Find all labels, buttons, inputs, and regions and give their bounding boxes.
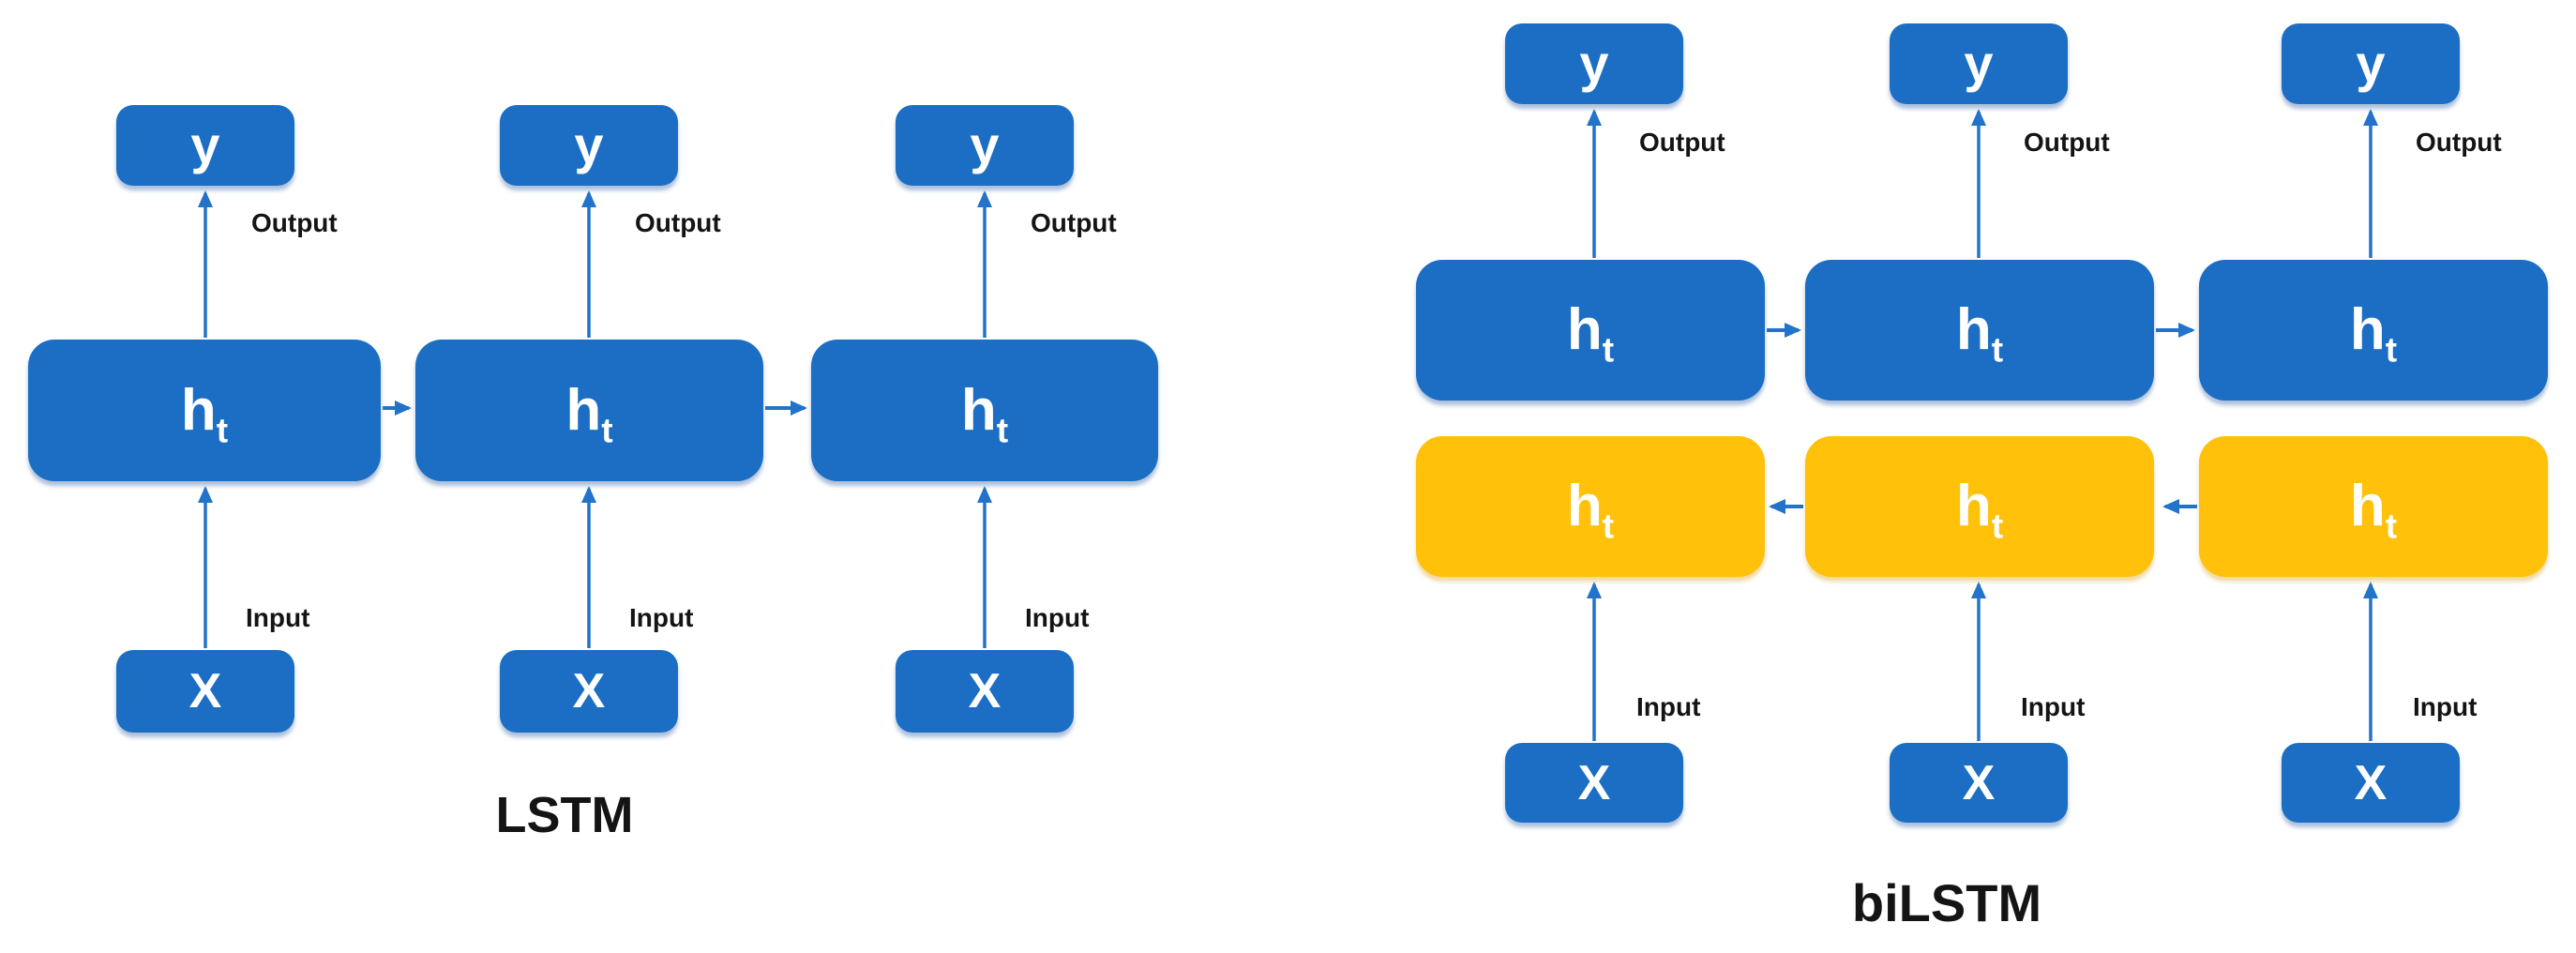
node-label: y <box>2356 34 2386 93</box>
bilstm-backward-node-3: ht <box>2199 436 2548 577</box>
lstm-input-label-1: Input <box>246 603 310 632</box>
node-label: ht <box>565 377 613 449</box>
node-label: X <box>188 664 222 719</box>
node-label: y <box>190 115 220 174</box>
node-label: y <box>1579 34 1609 93</box>
bilstm-forward-node-3: ht <box>2199 260 2548 401</box>
node-label: y <box>970 115 1000 174</box>
node-label: X <box>1577 755 1611 810</box>
lstm-output-label-3: Output <box>1031 208 1117 237</box>
lstm-output-label-2: Output <box>635 208 721 237</box>
lstm-output-node-3: y <box>896 105 1074 186</box>
bilstm-output-label-3: Output <box>2416 128 2502 157</box>
bilstm-output-node-1: y <box>1505 23 1683 104</box>
bilstm-input-node-3: X <box>2282 743 2460 823</box>
node-label: ht <box>1566 474 1615 546</box>
node-label: y <box>1964 34 1994 93</box>
lstm-output-label-1: Output <box>251 208 338 237</box>
lstm-output-node-1: y <box>116 105 294 186</box>
bilstm-output-node-2: y <box>1890 23 2068 104</box>
bilstm-input-label-1: Input <box>1636 692 1701 721</box>
bilstm-input-label-2: Input <box>2021 692 2086 721</box>
bilstm-title: biLSTM <box>1851 873 2042 932</box>
lstm-input-node-1: X <box>116 650 294 733</box>
bilstm-output-label-2: Output <box>2024 128 2110 157</box>
lstm-input-label-3: Input <box>1025 603 1090 632</box>
bilstm-input-label-3: Input <box>2413 692 2478 721</box>
lstm-output-node-2: y <box>500 105 678 186</box>
bilstm-output-label-1: Output <box>1639 128 1725 157</box>
lstm-hidden-node-3: ht <box>811 340 1158 481</box>
node-label: ht <box>1955 297 2004 370</box>
bilstm-forward-node-1: ht <box>1416 260 1765 401</box>
bilstm-input-node-1: X <box>1505 743 1683 823</box>
node-label: ht <box>960 377 1009 449</box>
lstm-hidden-node-2: ht <box>415 340 763 481</box>
bilstm-backward-node-1: ht <box>1416 436 1765 577</box>
lstm-input-node-2: X <box>500 650 678 733</box>
node-label: X <box>2354 755 2388 810</box>
node-label: ht <box>180 377 229 449</box>
node-label: ht <box>2349 474 2398 546</box>
lstm-title: LSTM <box>495 787 634 843</box>
bilstm-backward-node-2: ht <box>1805 436 2154 577</box>
lstm-input-label-2: Input <box>629 603 694 632</box>
lstm-hidden-node-1: ht <box>28 340 381 481</box>
node-label: X <box>572 664 606 719</box>
node-label: ht <box>1566 297 1615 370</box>
node-label: X <box>968 664 1002 719</box>
node-label: ht <box>1955 474 2004 546</box>
node-label: X <box>1962 755 1996 810</box>
bilstm-output-node-3: y <box>2282 23 2460 104</box>
node-label: ht <box>2349 297 2398 370</box>
bilstm-input-node-2: X <box>1890 743 2068 823</box>
bilstm-forward-node-2: ht <box>1805 260 2154 401</box>
node-label: y <box>574 115 604 174</box>
lstm-input-node-3: X <box>896 650 1074 733</box>
